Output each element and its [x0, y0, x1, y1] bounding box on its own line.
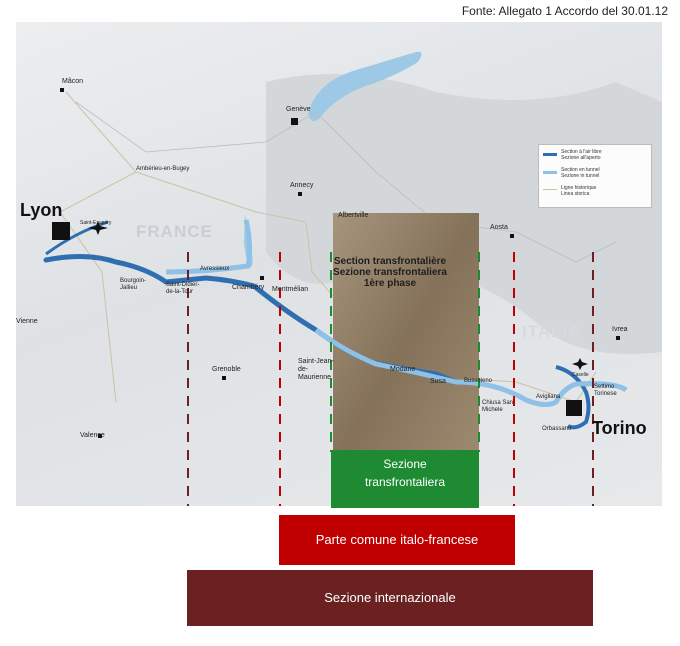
legend-tunnel-fr: Section en tunnel	[561, 167, 600, 173]
map-legend: Section à l'air libre Sezione all'aperto…	[538, 144, 652, 208]
city-valence: Valence	[80, 432, 105, 439]
city-annecy: Annecy	[290, 182, 314, 189]
city-lyon: Lyon	[20, 200, 63, 220]
city-susa: Susa	[430, 378, 446, 385]
city-avressieux: Avressieux	[200, 266, 230, 272]
city-saint-jean: Saint-Jean-de-Maurienne	[298, 358, 334, 381]
city-torino: Torino	[592, 418, 647, 438]
map[interactable]: FRANCE ITALIA Lyon Torino Mâcon Genève A…	[16, 22, 662, 506]
city-settimo: Settimo Torinese	[594, 384, 617, 397]
city-grenoble: Grenoble	[212, 366, 241, 373]
line-branch-lyon	[45, 220, 109, 256]
source-caption: Fonte: Allegato 1 Accordo del 30.01.12	[461, 4, 668, 18]
city-bussoleno: Bussoleno	[464, 378, 493, 384]
line-tunnel-base	[314, 327, 628, 408]
city-vienne: Vienne	[16, 318, 38, 325]
city-chambery: Chambéry	[232, 284, 265, 291]
city-chiusa: Chiusa San Michele	[482, 400, 514, 413]
phase-label-phase: 1ère phase	[363, 278, 417, 289]
road-network	[75, 101, 617, 263]
city-caselle: Caselle	[572, 372, 589, 378]
line-open-air-it	[555, 365, 591, 430]
box-green-line1: Sezione	[383, 457, 427, 471]
legend-tunnel-swatch	[543, 171, 557, 174]
legend-historic-it: Linea storica	[561, 191, 590, 197]
airport-torino-icon	[572, 358, 588, 370]
box-parte-comune: Parte comune italo-francese	[279, 515, 515, 565]
city-avigliana: Avigliana	[536, 394, 561, 400]
city-montmelian: Montmélian	[272, 286, 309, 293]
city-bourgoin: Bourgoin-Jallieu	[120, 278, 147, 291]
geneve-marker	[291, 118, 298, 125]
city-orbassano: Orbassano	[542, 426, 572, 432]
legend-historic-swatch	[543, 189, 557, 190]
box-sezione-transfrontaliera: Sezione transfrontaliera	[331, 450, 479, 508]
box-sezione-internazionale: Sezione internazionale	[187, 570, 593, 626]
legend-open-fr: Section à l'air libre	[561, 149, 602, 155]
city-geneve: Genève	[286, 106, 311, 113]
airport-lyon-icon	[88, 221, 108, 235]
legend-open-it: Sezione all'aperto	[561, 155, 601, 161]
phase-label-it: Sezione transfrontaliera	[333, 267, 447, 278]
city-ivrea: Ivrea	[612, 326, 628, 333]
legend-tunnel-it: Sezione in tunnel	[561, 173, 600, 179]
legend-open-swatch	[543, 153, 557, 156]
city-modane: Modane	[390, 366, 416, 373]
city-amberieu: Ambérieu-en-Bugey	[136, 166, 190, 172]
country-france: FRANCE	[136, 222, 213, 241]
city-aosta: Aosta	[490, 224, 508, 231]
box-green-line2: transfrontaliera	[364, 475, 446, 489]
lake-geneva	[308, 51, 422, 122]
city-saint-exupery: Saint-Exupéry	[80, 220, 112, 226]
phase-label: Section transfrontalière Sezione transfr…	[318, 256, 462, 289]
city-macon: Mâcon	[62, 78, 84, 85]
lyon-marker	[52, 222, 70, 240]
phase-label-fr: Section transfrontalière	[333, 256, 447, 267]
torino-marker	[566, 400, 582, 416]
city-albertville: Albertville	[338, 212, 369, 219]
country-italia: ITALIA	[522, 322, 582, 341]
legend-historic-fr: Ligne historique	[561, 185, 597, 191]
city-saint-didier: Saint-Didier-de-la-Tour	[166, 282, 200, 295]
